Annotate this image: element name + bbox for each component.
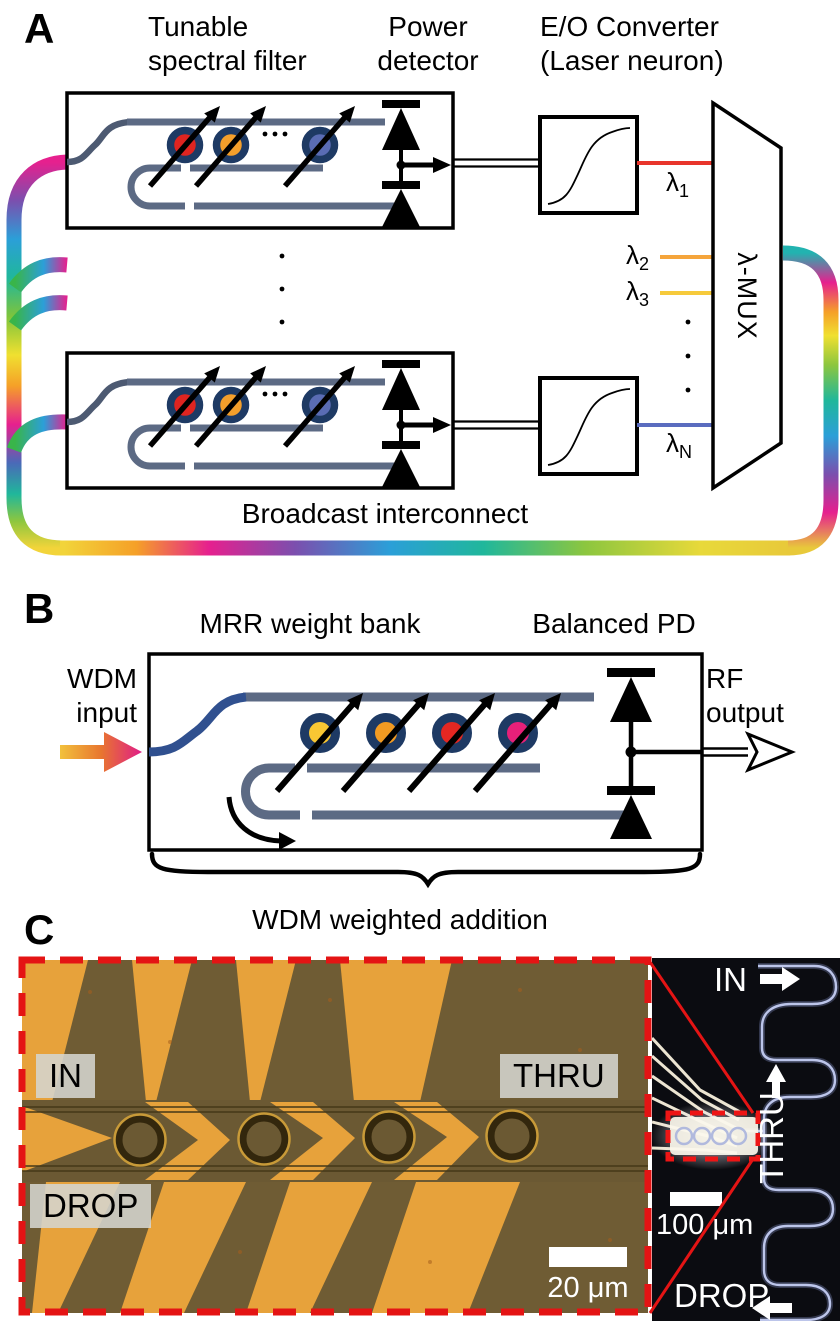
chip-in-label: IN (714, 961, 747, 998)
electrode-fingers (22, 1102, 479, 1180)
micrograph-drop-label: DROP (30, 1184, 152, 1228)
scale-bar-20um (549, 1247, 627, 1267)
zoom-source-box (665, 1110, 761, 1162)
rf-output-label: RF output (706, 662, 784, 729)
power-detector-title-line2: detector (377, 44, 479, 76)
loop-direction-arrowhead (279, 832, 296, 850)
broadcast-waveguide-right (782, 245, 839, 556)
lambda-2-label: λ2 (626, 240, 650, 275)
panel-c-label: C (24, 906, 55, 953)
laser-output-lines (637, 161, 713, 427)
zoom-micrograph-image (22, 960, 648, 1313)
scalebar-100um-label: 100 μm (656, 1209, 754, 1241)
eo-converter-title-line1: E/O Converter (540, 11, 719, 42)
microring-devices (113, 1109, 539, 1167)
zoom-region-border (18, 956, 652, 1316)
zoom-connector-lines (648, 961, 755, 1314)
lambda-n-label: λN (666, 428, 692, 463)
vertical-ellipsis-between-banks (279, 253, 285, 325)
bus-waveguides (22, 1106, 648, 1172)
power-detector-title: Power detector (377, 10, 478, 77)
wdm-input-arrow (60, 732, 142, 772)
balanced-photodetector-icon (607, 668, 702, 839)
microring-yellow (300, 713, 340, 753)
micrograph-in-label: IN (36, 1054, 95, 1098)
broadcast-waveguide-left (6, 154, 68, 556)
weighted-addition-caption: WDM weighted addition (252, 904, 548, 935)
chip-drop-label: DROP (674, 1277, 770, 1314)
tunable-filter-title: Tunable spectral filter (148, 10, 307, 77)
filter-bank-1 (67, 93, 453, 228)
coax-link-2 (453, 420, 540, 430)
rf-output-line1: RF (706, 663, 744, 694)
panel-b-label: B (24, 585, 55, 632)
mrr-weight-bank-title: MRR weight bank (199, 608, 421, 639)
eo-converter-title: E/O Converter (Laser neuron) (540, 10, 724, 77)
tunable-filter-title-line2: spectral filter (148, 44, 307, 76)
microring-magenta (498, 713, 538, 753)
broadcast-branch (6, 414, 68, 454)
loop-direction-arrow (226, 796, 282, 844)
eo-converter-title-line2: (Laser neuron) (540, 44, 724, 76)
mrr-weight-bank-module (147, 652, 704, 852)
lambda-mux-block (711, 99, 783, 492)
surface-speckles (88, 988, 612, 1264)
broadcast-branch (8, 295, 68, 331)
direction-arrows (752, 967, 800, 1320)
bright-weight-bank-region (670, 1117, 758, 1155)
microring-orange (366, 713, 406, 753)
tunable-filter-title-line1: Tunable (148, 11, 249, 42)
chip-thru-label: THRU (753, 1092, 791, 1184)
input-waveguide (148, 692, 247, 757)
lambda-3-label: λ3 (626, 276, 650, 311)
panel-a-broadcast-loop (6, 154, 839, 556)
broadcast-interconnect-label: Broadcast interconnect (241, 498, 529, 529)
broadcast-branch (8, 257, 68, 293)
eo-converter-2 (538, 376, 639, 476)
vertical-ellipsis-mux-inputs (685, 319, 691, 393)
eo-converter-1 (538, 115, 639, 215)
thru-arrow-icon (766, 1064, 786, 1098)
rf-output-arrow (702, 731, 796, 773)
microring-red (432, 713, 472, 753)
lambda-1-label: λ1 (666, 167, 690, 202)
drop-arrow-icon (752, 1296, 792, 1320)
wdm-input-label: WDM input (67, 662, 137, 729)
filter-bank-2 (67, 353, 453, 488)
in-arrow-icon (760, 967, 800, 991)
coax-link-1 (453, 158, 540, 168)
rf-output-line2: output (706, 696, 784, 728)
balanced-pd-title: Balanced PD (532, 608, 696, 639)
curly-brace (149, 851, 703, 889)
micrograph-thru-label: THRU (500, 1054, 618, 1098)
u-turn-waveguide (241, 763, 270, 820)
scalebar-20um-label: 20 μm (547, 1272, 629, 1304)
lambda-mux-label: λ-MUX (732, 252, 763, 340)
wdm-input-line1: WDM (67, 663, 137, 694)
scale-bar-100um (670, 1192, 722, 1206)
panel-a-label: A (24, 5, 55, 52)
power-detector-title-line1: Power (388, 11, 468, 42)
wdm-input-line2: input (76, 696, 137, 728)
tiny-ring-outlines (674, 1126, 748, 1146)
